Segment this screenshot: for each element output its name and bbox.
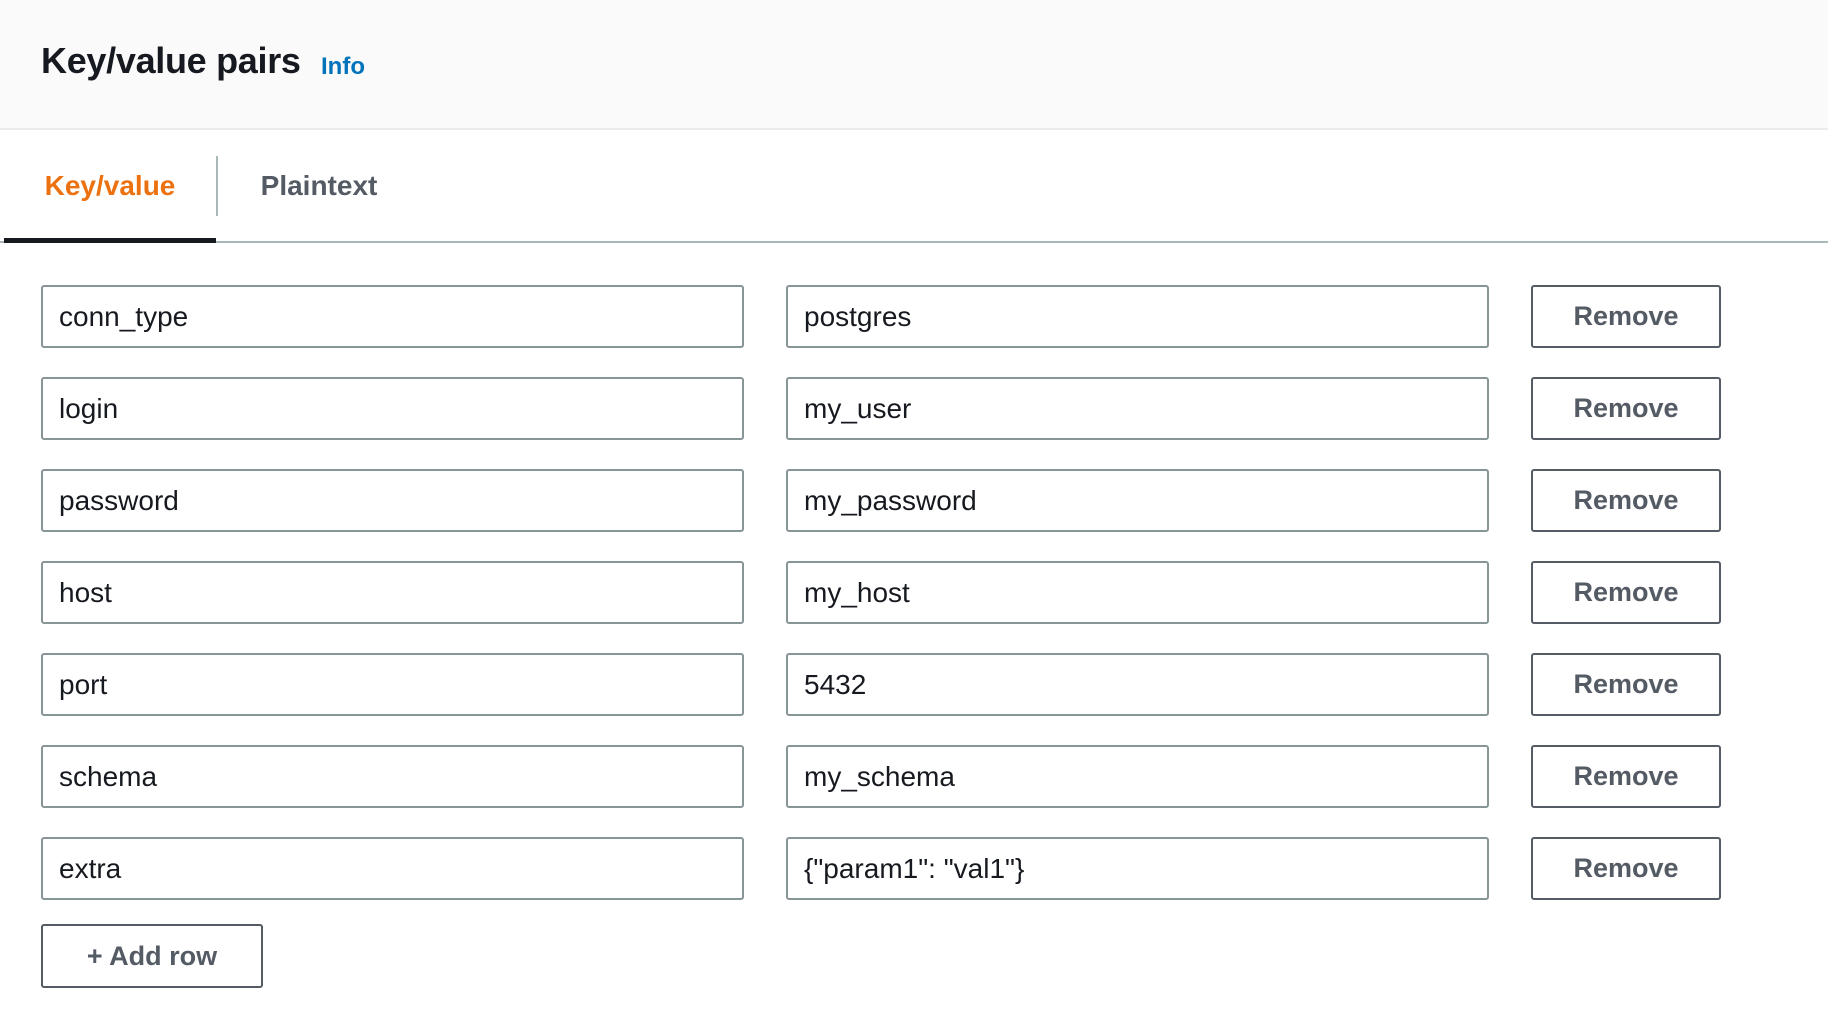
key-input[interactable]: port <box>41 653 744 716</box>
kv-row: host my_host Remove <box>0 561 1828 625</box>
kv-row: login my_user Remove <box>0 377 1828 441</box>
kv-row: extra {"param1": "val1"} Remove <box>0 837 1828 901</box>
value-input[interactable]: 5432 <box>786 653 1489 716</box>
key-input[interactable]: extra <box>41 837 744 900</box>
kv-row: password my_password Remove <box>0 469 1828 533</box>
tabs-bottom-border <box>0 241 1828 243</box>
value-input[interactable]: my_password <box>786 469 1489 532</box>
key-input[interactable]: login <box>41 377 744 440</box>
value-input[interactable]: {"param1": "val1"} <box>786 837 1489 900</box>
key-input[interactable]: host <box>41 561 744 624</box>
container-header: Key/value pairs Info <box>0 0 1828 130</box>
page-title: Key/value pairs <box>41 40 301 81</box>
key-input[interactable]: password <box>41 469 744 532</box>
tab-key-value[interactable]: Key/value <box>44 169 176 201</box>
kv-row: conn_type postgres Remove <box>0 285 1828 349</box>
value-input[interactable]: my_schema <box>786 745 1489 808</box>
active-tab-indicator <box>4 238 216 243</box>
value-input[interactable]: my_host <box>786 561 1489 624</box>
remove-button[interactable]: Remove <box>1531 285 1721 348</box>
kv-row: schema my_schema Remove <box>0 745 1828 809</box>
remove-button[interactable]: Remove <box>1531 837 1721 900</box>
kv-row: port 5432 Remove <box>0 653 1828 717</box>
tab-plaintext[interactable]: Plaintext <box>260 169 378 201</box>
remove-button[interactable]: Remove <box>1531 469 1721 532</box>
tab-bar: Key/value Plaintext <box>0 130 1828 243</box>
value-input[interactable]: postgres <box>786 285 1489 348</box>
tab-divider <box>216 156 218 216</box>
remove-button[interactable]: Remove <box>1531 377 1721 440</box>
remove-button[interactable]: Remove <box>1531 745 1721 808</box>
remove-button[interactable]: Remove <box>1531 653 1721 716</box>
info-link[interactable]: Info <box>321 53 365 80</box>
key-input[interactable]: schema <box>41 745 744 808</box>
remove-button[interactable]: Remove <box>1531 561 1721 624</box>
key-input[interactable]: conn_type <box>41 285 744 348</box>
add-row-button[interactable]: + Add row <box>41 924 263 988</box>
value-input[interactable]: my_user <box>786 377 1489 440</box>
